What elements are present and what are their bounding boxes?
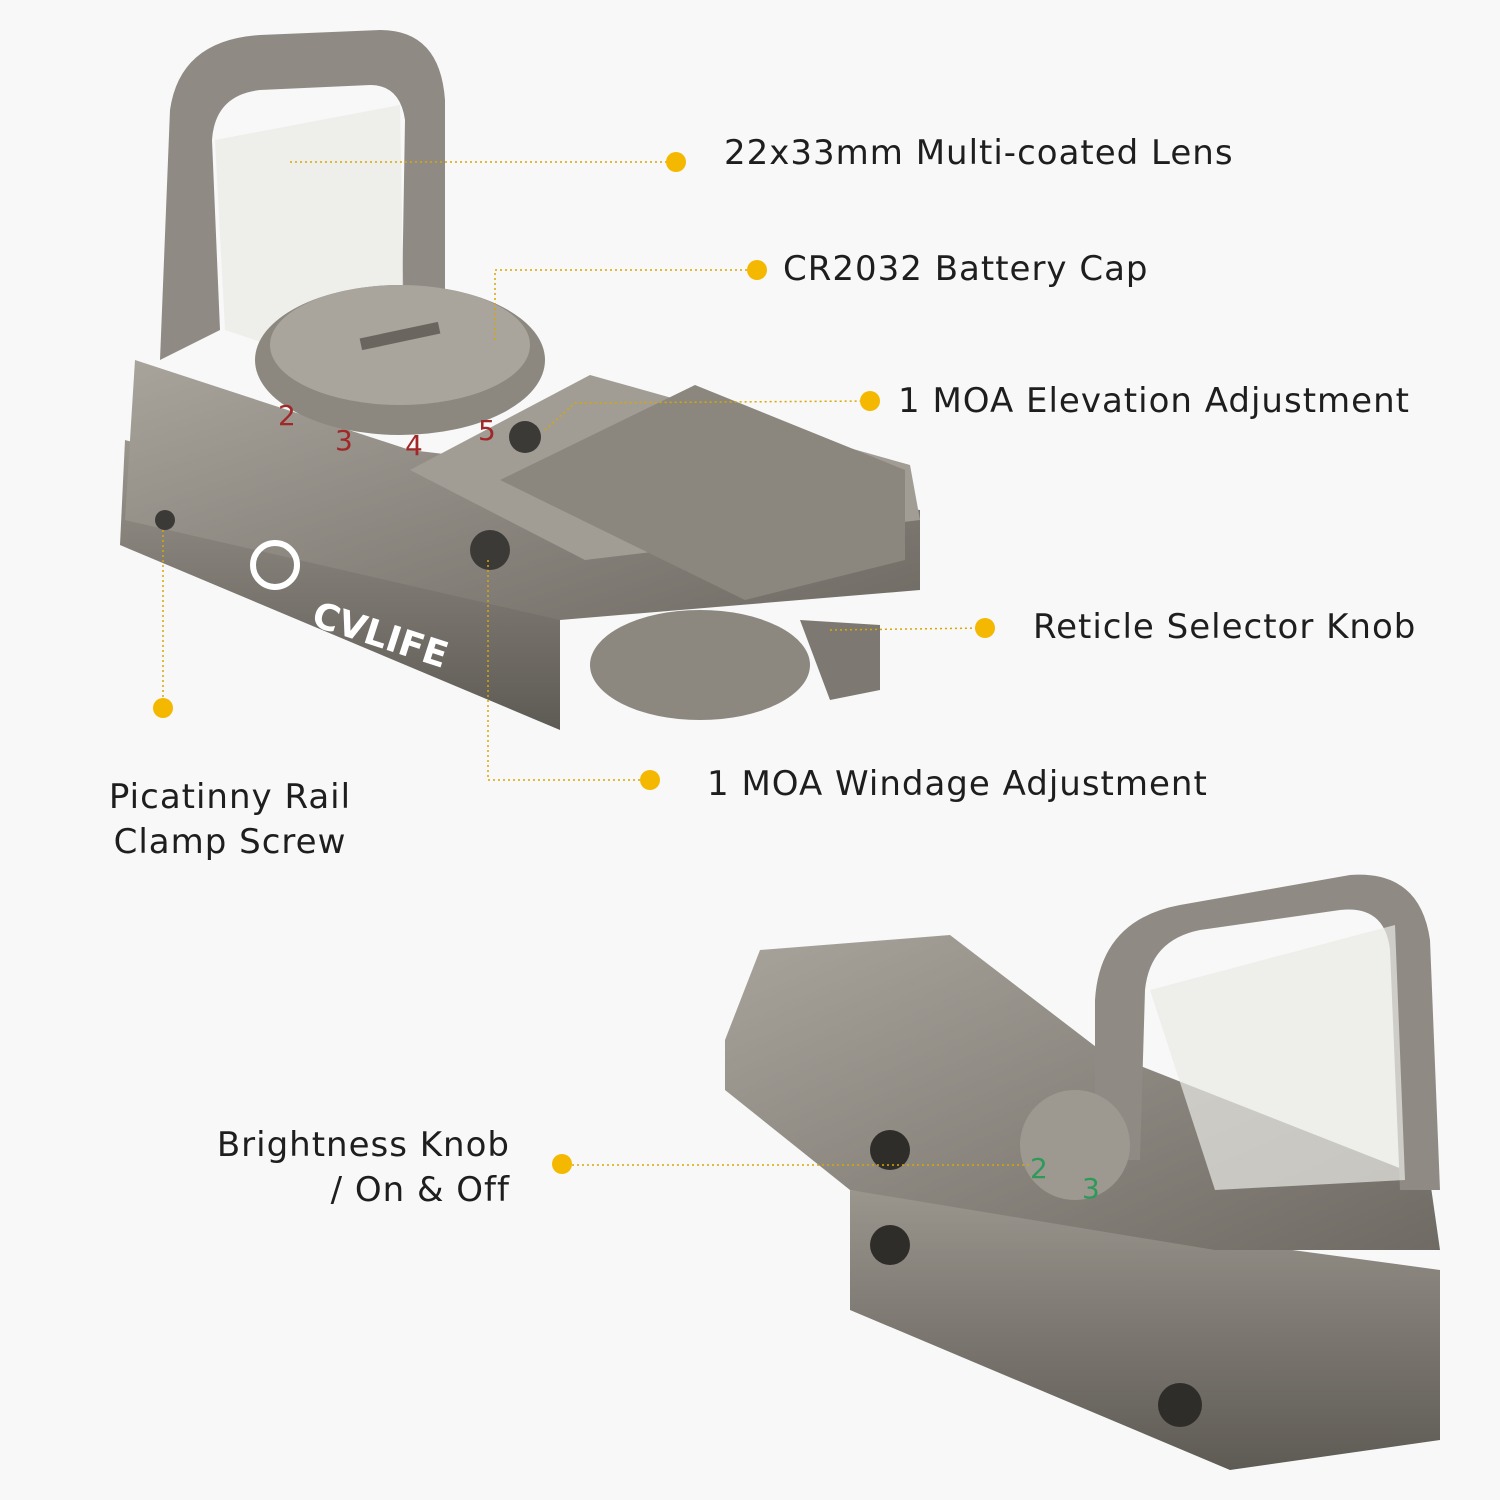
callout-dot-lens <box>666 152 686 172</box>
callout-brightness-line1: Brightness Knob <box>216 1125 510 1165</box>
svg-text:2: 2 <box>1030 1152 1048 1185</box>
callout-reticle-label: Reticle Selector Knob <box>1033 607 1417 647</box>
lens-hood-2 <box>1095 874 1440 1190</box>
callout-lens-label: 22x33mm Multi-coated Lens <box>724 133 1234 173</box>
control-button <box>870 1130 910 1170</box>
callout-windage-label: 1 MOA Windage Adjustment <box>707 764 1208 804</box>
svg-text:4: 4 <box>405 429 423 462</box>
callout-picatinny-line2: Clamp Screw <box>113 822 347 862</box>
callout-picatinny-label: Picatinny Rail Clamp Screw <box>80 775 380 865</box>
svg-text:2: 2 <box>278 399 296 432</box>
callout-dot-battery <box>747 260 767 280</box>
svg-text:5: 5 <box>478 414 496 447</box>
svg-text:3: 3 <box>1082 1172 1100 1205</box>
callout-elevation-label: 1 MOA Elevation Adjustment <box>898 381 1410 421</box>
callout-dots <box>153 152 995 1174</box>
callout-dot-windage <box>640 770 660 790</box>
red-dot-sight-side-view: 23 <box>725 874 1440 1470</box>
callout-dot-brightness <box>552 1154 572 1174</box>
callout-brightness-line2: / On & Off <box>330 1170 510 1210</box>
rail-base-2 <box>850 1190 1440 1470</box>
callout-dot-reticle <box>975 618 995 638</box>
clamp-screw-2 <box>1158 1383 1202 1427</box>
callout-picatinny-line1: Picatinny Rail <box>108 777 352 817</box>
windage-screw <box>470 530 510 570</box>
dial-numbers-2: 23 <box>1030 1152 1100 1205</box>
brightness-knob <box>1020 1090 1130 1200</box>
reticle-knob <box>590 610 810 720</box>
side-screw <box>870 1225 910 1265</box>
svg-text:3: 3 <box>335 424 353 457</box>
rail-clamp-screw <box>155 510 175 530</box>
callout-lines <box>162 161 1030 1166</box>
callout-dot-elevation <box>860 391 880 411</box>
dial-numbers: 2 3 4 5 <box>278 399 496 462</box>
logo-mark <box>250 540 300 590</box>
callout-brightness-label: Brightness Knob / On & Off <box>150 1123 510 1213</box>
lens-glass-2 <box>1150 925 1405 1190</box>
elevation-screw <box>509 421 541 453</box>
callout-dot-picatinny <box>153 698 173 718</box>
callout-battery-label: CR2032 Battery Cap <box>783 249 1149 289</box>
